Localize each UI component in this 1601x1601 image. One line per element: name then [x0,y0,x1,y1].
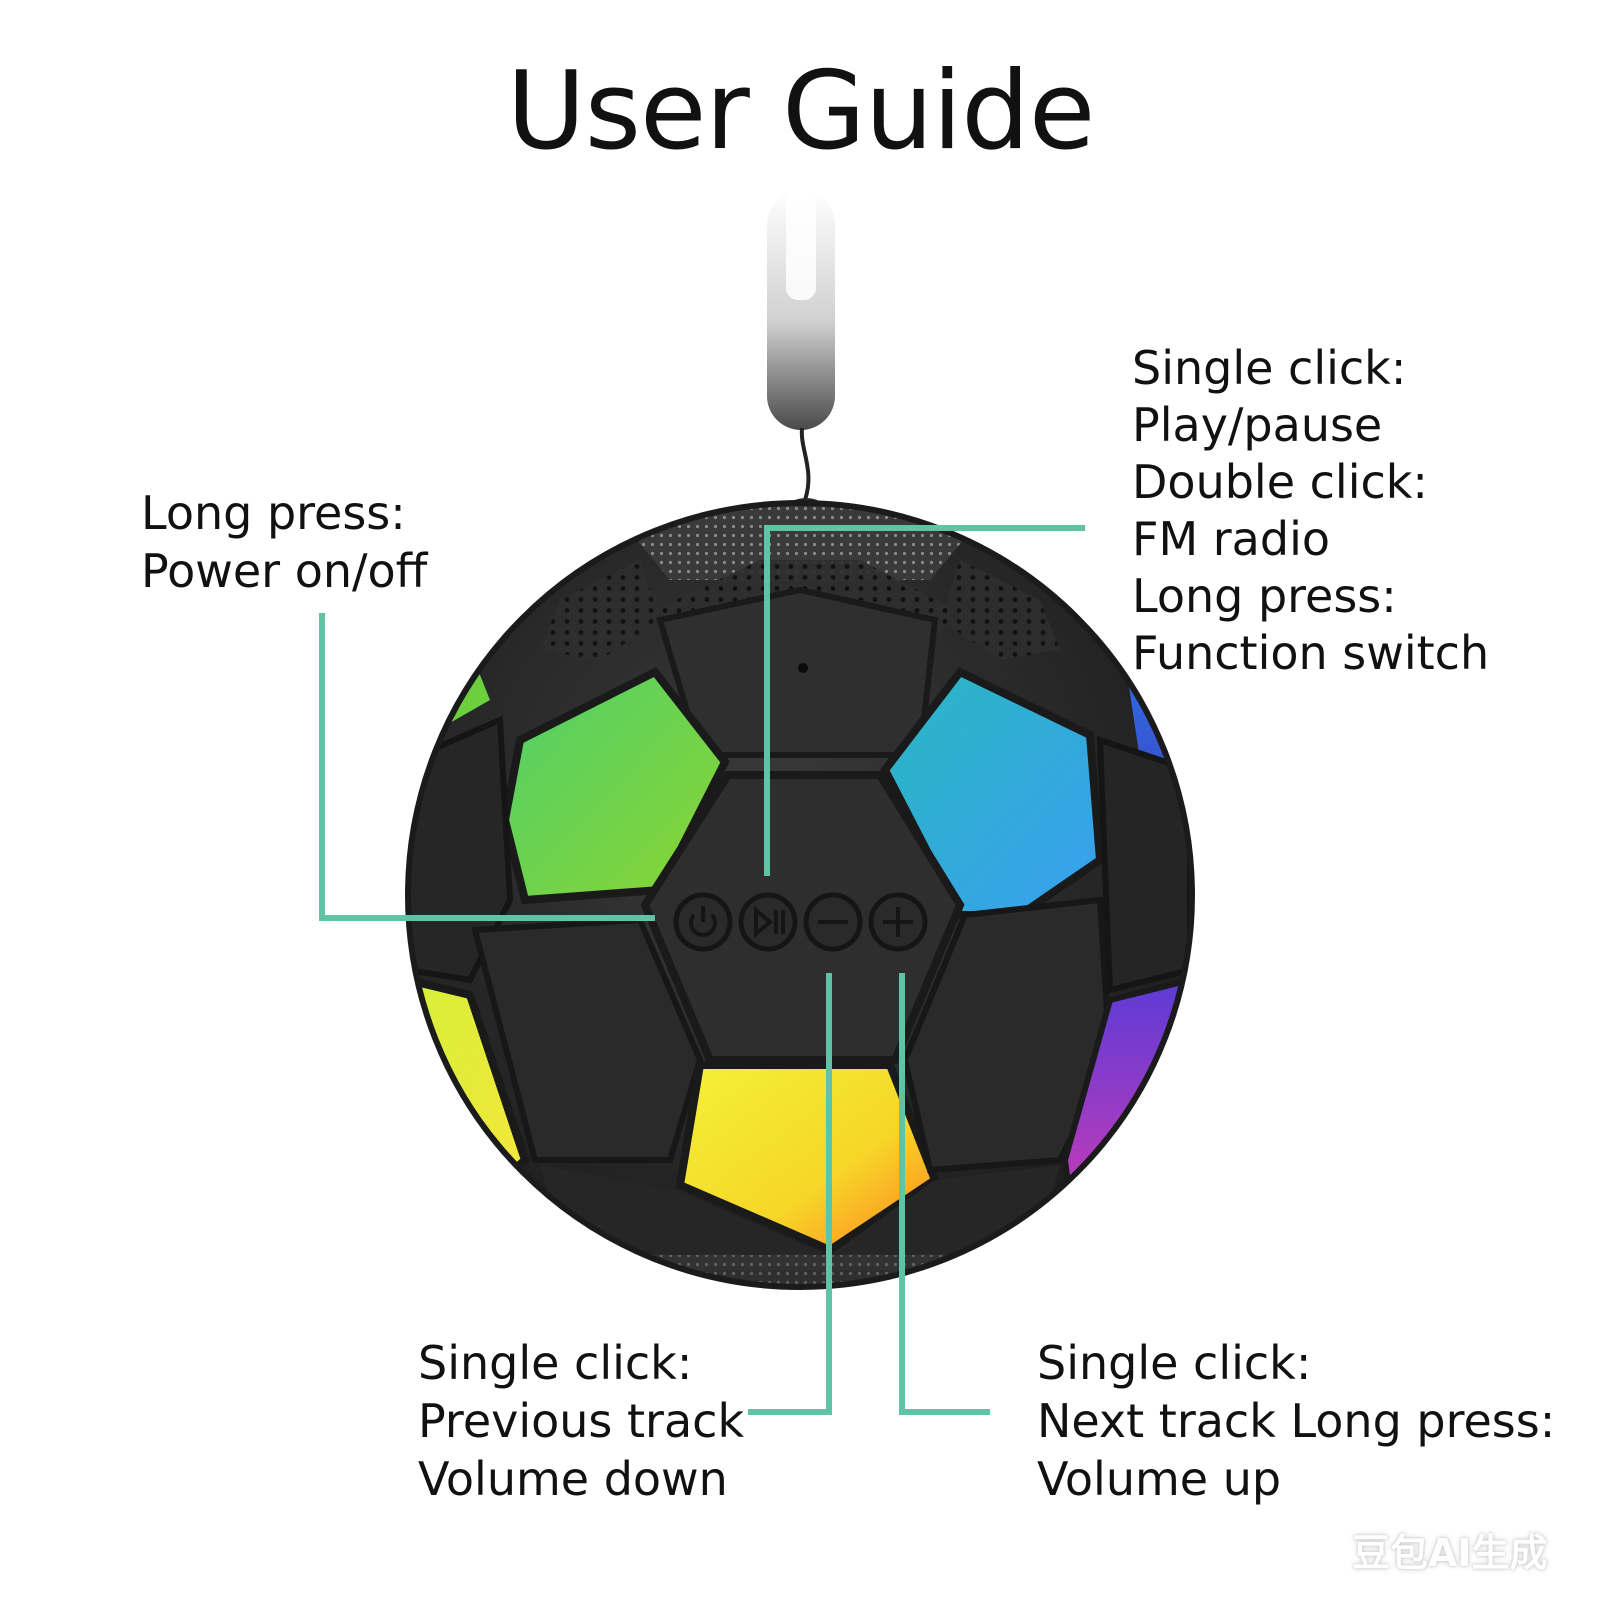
lanyard-strap [767,190,835,518]
callout-play-line-5: Long press: [1132,569,1397,623]
leader-next [899,973,990,1415]
plus-icon [883,907,913,937]
callout-play-line-3: Double click: [1132,455,1428,509]
panel-yellow-bottom [675,1061,940,1255]
callout-prev: Single click: Previous track Volume down [418,1334,744,1508]
callout-play-line-4: FM radio [1132,512,1330,566]
minus-button[interactable] [803,892,863,952]
plus-button[interactable] [868,892,928,952]
callout-power-line-2: Power on/off [141,544,428,598]
callout-next-line-1: Single click: [1037,1336,1312,1390]
leader-play [764,525,1085,876]
power-icon [689,906,717,937]
callout-prev-line-1: Single click: [418,1336,693,1390]
page-title: User Guide [506,49,1096,174]
callout-play: Single click: Play/pause Double click: F… [1132,340,1489,682]
callout-play-line-6: Function switch [1132,626,1490,680]
callout-play-line-1: Single click: [1132,341,1407,395]
watermark: 豆包AI生成 [1352,1531,1548,1575]
play-pause-button[interactable] [738,892,798,952]
control-panel [640,771,965,1064]
microphone-hole [798,663,808,673]
callout-next-line-3: Volume up [1037,1452,1282,1506]
power-button[interactable] [673,892,733,952]
callout-prev-line-3: Volume down [418,1452,728,1506]
callout-play-line-2: Play/pause [1132,398,1383,452]
callout-power-line-1: Long press: [141,486,406,540]
callout-prev-line-2: Previous track [418,1394,745,1448]
callout-next: Single click: Next track Long press: Vol… [1037,1334,1555,1508]
play-pause-icon [754,905,785,939]
leader-lines [319,525,1085,1415]
leader-power [319,613,655,921]
callout-next-line-2: Next track Long press: [1037,1394,1556,1448]
leader-prev [748,973,832,1415]
speaker-ball [405,500,1195,1290]
callout-power: Long press: Power on/off [141,484,427,600]
